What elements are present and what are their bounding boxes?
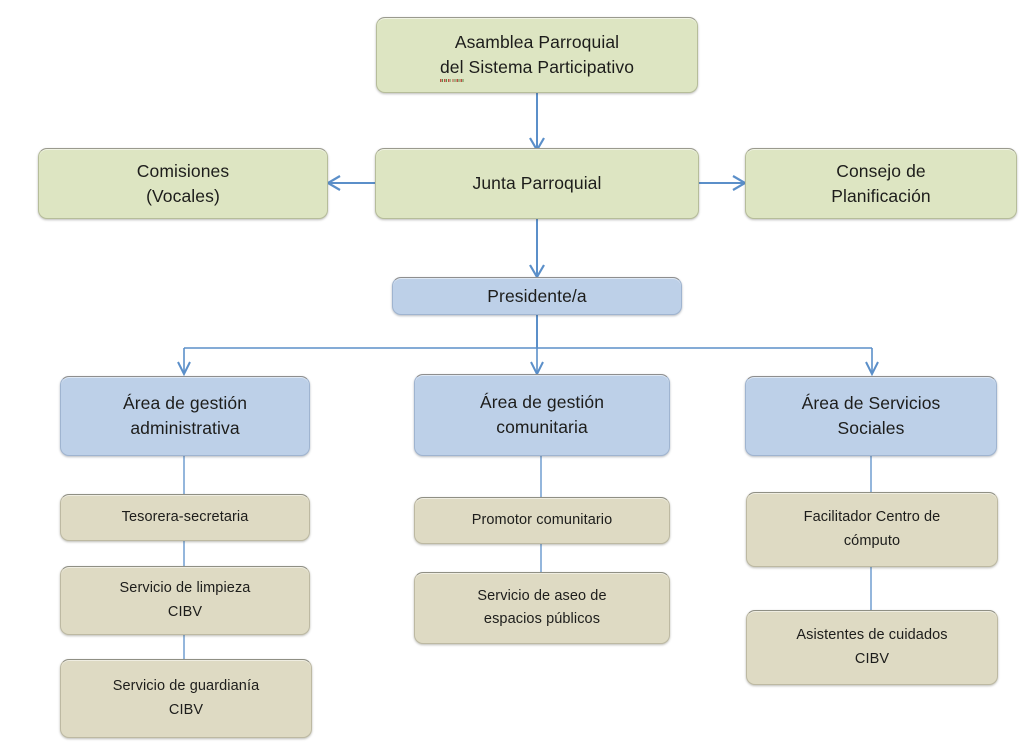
node-tesorera-secretaria-label: Tesorera-secretaria [121,508,249,525]
node-facilitador-centro-computo[interactable]: Facilitador Centro de cómputo [746,492,998,567]
node-area-servicios-sociales-label: Área de Servicios Sociales [801,393,941,438]
node-presidente[interactable]: Presidente/a [392,277,682,315]
edge-president-to-areas [177,315,879,377]
node-commissions[interactable]: Comisiones (Vocales) [38,148,328,219]
node-servicio-guardiania-cibv-label: Servicio de guardianía CIBV [112,678,260,718]
edge-board-to-planning-council [699,175,748,191]
node-asistentes-cuidados-cibv-label: Asistentes de cuidados CIBV [796,627,948,667]
node-servicio-guardiania-cibv[interactable]: Servicio de guardianía CIBV [60,659,312,738]
node-servicio-limpieza-cibv-label: Servicio de limpieza CIBV [119,580,251,620]
node-area-gestion-comunitaria-label: Área de gestión comunitaria [479,392,605,437]
node-area-gestion-comunitaria[interactable]: Área de gestión comunitaria [414,374,670,456]
node-commissions-label: Comisiones (Vocales) [136,160,230,206]
edge-board-to-commissions [325,175,375,191]
assembly-line-1: Asamblea Parroquial [454,32,620,53]
node-consejo-planificacion[interactable]: Consejo de Planificación [745,148,1017,219]
node-area-gestion-administrativa-label: Área de gestión administrativa [122,393,248,438]
node-area-gestion-administrativa[interactable]: Área de gestión administrativa [60,376,310,456]
assembly-misspelled-word: del [439,55,464,82]
node-servicio-aseo-espacios-publicos-label: Servicio de aseo de espacios públicos [477,587,607,627]
node-asistentes-cuidados-cibv[interactable]: Asistentes de cuidados CIBV [746,610,998,685]
node-servicio-aseo-espacios-publicos[interactable]: Servicio de aseo de espacios públicos [414,572,670,644]
node-junta-parroquial-label: Junta Parroquial [472,173,602,194]
assembly-line-2-rest: Sistema Participativo [463,57,635,77]
node-facilitador-centro-computo-label: Facilitador Centro de cómputo [803,509,941,549]
edge-board-to-president [529,219,545,280]
node-promotor-comunitario[interactable]: Promotor comunitario [414,497,670,544]
node-junta-parroquial[interactable]: Junta Parroquial [375,148,699,219]
node-promotor-comunitario-label: Promotor comunitario [471,511,613,528]
node-area-servicios-sociales[interactable]: Área de Servicios Sociales [745,376,997,456]
node-presidente-label: Presidente/a [487,285,587,306]
node-tesorera-secretaria[interactable]: Tesorera-secretaria [60,494,310,541]
node-servicio-limpieza-cibv[interactable]: Servicio de limpieza CIBV [60,566,310,635]
edge-assembly-to-board [529,93,545,153]
node-consejo-planificacion-label: Consejo de Planificación [831,160,931,206]
